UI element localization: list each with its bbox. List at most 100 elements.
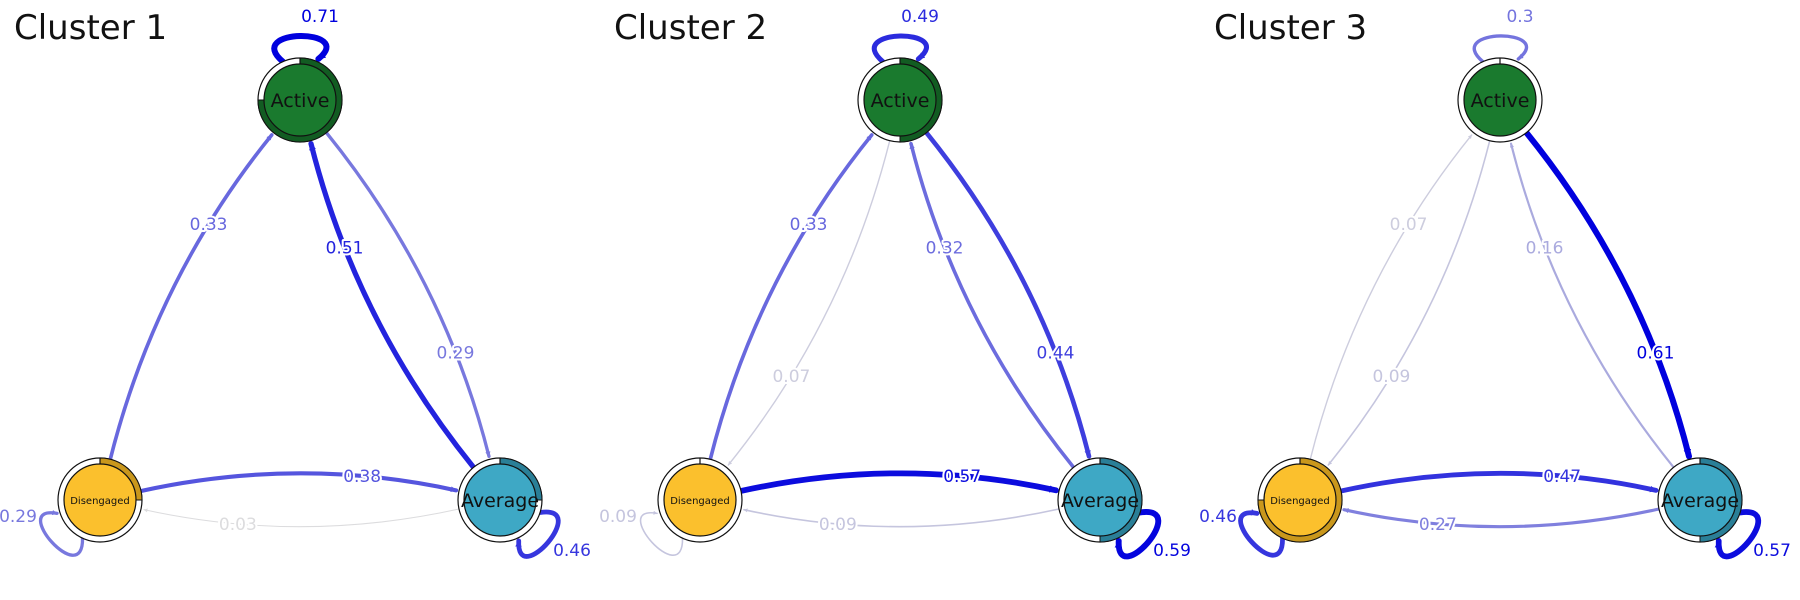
transition-edge <box>515 509 561 559</box>
edge-label-halo: 0.07 <box>772 367 810 387</box>
edge-label: 0.09 <box>819 515 857 535</box>
transition-edge <box>1338 470 1659 494</box>
edge-label: 0.51 <box>326 239 364 259</box>
state-node-disengaged: Disengaged <box>57 457 143 543</box>
transition-edge <box>1238 509 1285 558</box>
edge-label-layer: 0.710.710.290.290.460.460.330.330.510.51… <box>0 5 593 563</box>
state-node-disengaged: Disengaged <box>657 457 743 543</box>
edge-label: 0.09 <box>599 507 637 527</box>
state-label: Active <box>271 90 330 112</box>
edge-label: 0.27 <box>1419 515 1457 535</box>
edge-label-halo: 0.57 <box>943 467 981 487</box>
transition-edge <box>108 133 274 462</box>
edge-label: 0.57 <box>1753 541 1791 561</box>
transition-edge <box>1714 509 1762 560</box>
edge-label: 0.29 <box>0 507 37 527</box>
transition-edge <box>727 140 891 466</box>
edge-label: 0.59 <box>1153 541 1191 561</box>
transition-edge <box>138 471 459 494</box>
transition-edge <box>708 133 874 462</box>
edge-label-halo: 0.09 <box>819 515 857 535</box>
edge-label-halo: 0.32 <box>926 239 964 259</box>
edge-layer <box>38 33 561 559</box>
edge-label-halo: 0.46 <box>1199 507 1237 527</box>
state-label: Disengaged <box>70 496 130 507</box>
edge-label-halo: 0.09 <box>1372 367 1410 387</box>
transition-edge <box>143 508 460 528</box>
edge-label-halo: 0.44 <box>1037 343 1075 363</box>
edge-label: 0.29 <box>437 343 475 363</box>
state-label: Active <box>871 90 930 112</box>
edge-label-halo: 0.51 <box>326 239 364 259</box>
transition-edge <box>1472 34 1529 64</box>
edge-label: 0.46 <box>553 541 591 561</box>
state-node-average: Average <box>457 457 543 543</box>
edge-label: 0.07 <box>772 367 810 387</box>
edge-label: 0.33 <box>190 215 228 235</box>
state-label: Disengaged <box>670 496 730 507</box>
state-node-average: Average <box>1657 457 1743 543</box>
edge-label-halo: 0.46 <box>553 541 591 561</box>
transition-edge <box>909 141 1076 470</box>
edge-label-layer: 0.30.30.460.460.570.570.090.090.070.070.… <box>1197 5 1793 563</box>
edge-label-halo: 0.29 <box>0 507 37 527</box>
edge-label-halo: 0.61 <box>1637 343 1675 363</box>
state-label: Average <box>1661 490 1739 512</box>
transition-edge <box>1509 142 1675 469</box>
state-node-active: Active <box>257 57 343 143</box>
edge-label-halo: 0.3 <box>1506 7 1533 27</box>
transition-edge <box>1327 139 1491 466</box>
state-label: Average <box>461 490 539 512</box>
edge-layer <box>639 33 1162 560</box>
edge-label-halo: 0.38 <box>343 467 381 487</box>
cluster-title: Cluster 2 <box>614 8 767 48</box>
edge-layer <box>1238 34 1762 560</box>
edge-label-halo: 0.71 <box>301 7 339 27</box>
transition-edge <box>271 33 330 65</box>
edge-label-halo: 0.59 <box>1153 541 1191 561</box>
transition-edge <box>1523 129 1692 460</box>
edge-label-halo: 0.49 <box>901 7 939 27</box>
edge-label-layer: 0.490.490.090.090.590.590.330.330.070.07… <box>597 5 1193 563</box>
transition-edge <box>38 510 85 557</box>
edge-label: 0.38 <box>343 467 381 487</box>
transition-edge <box>871 33 929 65</box>
edge-label: 0.32 <box>926 239 964 259</box>
edge-label: 0.33 <box>790 215 828 235</box>
edge-label: 0.57 <box>943 467 981 487</box>
edge-label-halo: 0.47 <box>1543 467 1581 487</box>
state-label: Active <box>1471 90 1530 112</box>
transition-edge <box>639 510 684 556</box>
cluster-title: Cluster 1 <box>14 8 167 48</box>
edge-label: 0.07 <box>1390 215 1428 235</box>
edge-label: 0.61 <box>1637 343 1675 363</box>
state-label: Disengaged <box>1270 496 1330 507</box>
transition-edge <box>1309 134 1473 460</box>
edge-label: 0.46 <box>1199 507 1237 527</box>
edge-label: 0.3 <box>1506 7 1533 27</box>
edge-label: 0.47 <box>1543 467 1581 487</box>
edge-label: 0.49 <box>901 7 939 27</box>
edge-label: 0.44 <box>1037 343 1075 363</box>
edge-label-halo: 0.29 <box>437 343 475 363</box>
transition-edge <box>743 508 1060 528</box>
edge-label: 0.03 <box>219 515 257 535</box>
edge-label-halo: 0.57 <box>1753 541 1791 561</box>
transition-edge <box>308 141 477 470</box>
state-node-disengaged: Disengaged <box>1257 457 1343 543</box>
edge-label: 0.71 <box>301 7 339 27</box>
edge-label-halo: 0.27 <box>1419 515 1457 535</box>
transition-edge <box>738 470 1059 494</box>
state-node-average: Average <box>1057 457 1143 543</box>
cluster-title: Cluster 3 <box>1214 8 1367 48</box>
state-node-active: Active <box>857 57 943 143</box>
transition-edge <box>1114 509 1162 560</box>
edge-label-halo: 0.33 <box>790 215 828 235</box>
transition-edge <box>924 130 1092 459</box>
